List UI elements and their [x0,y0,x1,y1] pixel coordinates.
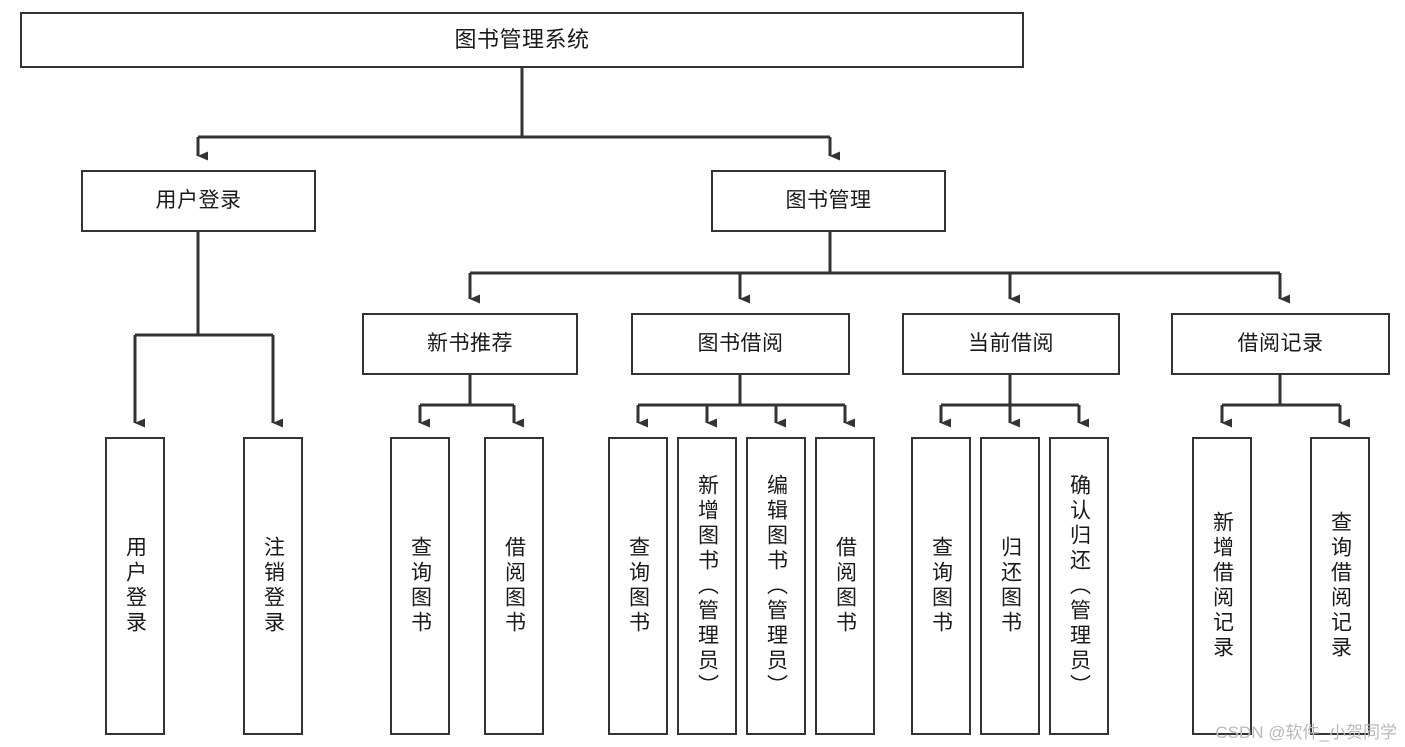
node-label: 注销登录 [261,536,285,636]
node-label: 借阅图书 [502,536,526,636]
node-label: 查询图书 [408,536,432,636]
node-label: 查询借阅记录 [1328,511,1352,661]
node-label: 借阅记录 [1237,332,1324,356]
node-root-system[interactable]: 图书管理系统 [20,12,1024,68]
node-book-borrow[interactable]: 图书借阅 [631,313,850,375]
node-leaf-return-book[interactable]: 归还图书 [980,437,1040,735]
node-leaf-query-book-2[interactable]: 查询图书 [608,437,668,735]
node-leaf-add-record[interactable]: 新增借阅记录 [1192,437,1252,735]
node-new-book-rec[interactable]: 新书推荐 [362,313,578,375]
node-label: 当前借阅 [968,332,1054,356]
node-label: 确认归还（管理员） [1067,473,1091,699]
node-borrow-record[interactable]: 借阅记录 [1171,313,1390,375]
node-leaf-query-book-1[interactable]: 查询图书 [390,437,450,735]
node-leaf-borrow-book-1[interactable]: 借阅图书 [484,437,544,735]
node-leaf-query-record[interactable]: 查询借阅记录 [1310,437,1370,735]
node-user-login[interactable]: 用户登录 [81,170,316,232]
node-leaf-user-login[interactable]: 用户登录 [105,437,165,735]
node-label: 归还图书 [998,536,1022,636]
node-label: 新增图书（管理员） [695,473,719,699]
node-label: 查询图书 [929,536,953,636]
node-label: 借阅图书 [833,536,857,636]
node-leaf-confirm-return[interactable]: 确认归还（管理员） [1049,437,1109,735]
connector-lines [133,68,1350,428]
node-current-borrow[interactable]: 当前借阅 [902,313,1120,375]
node-book-manage[interactable]: 图书管理 [711,170,946,232]
node-leaf-query-book-3[interactable]: 查询图书 [911,437,971,735]
node-label: 用户登录 [155,189,242,213]
node-label: 查询图书 [626,536,650,636]
node-leaf-add-book[interactable]: 新增图书（管理员） [677,437,737,735]
node-label: 新书推荐 [427,332,513,356]
node-label: 图书借阅 [697,332,784,356]
node-leaf-borrow-book-2[interactable]: 借阅图书 [815,437,875,735]
node-label: 编辑图书（管理员） [764,473,788,699]
node-label: 图书管理 [785,189,872,213]
node-label: 新增借阅记录 [1210,511,1234,661]
node-leaf-user-logout[interactable]: 注销登录 [243,437,303,735]
node-label: 用户登录 [123,536,147,636]
node-leaf-edit-book[interactable]: 编辑图书（管理员） [746,437,806,735]
node-label: 图书管理系统 [454,26,590,52]
